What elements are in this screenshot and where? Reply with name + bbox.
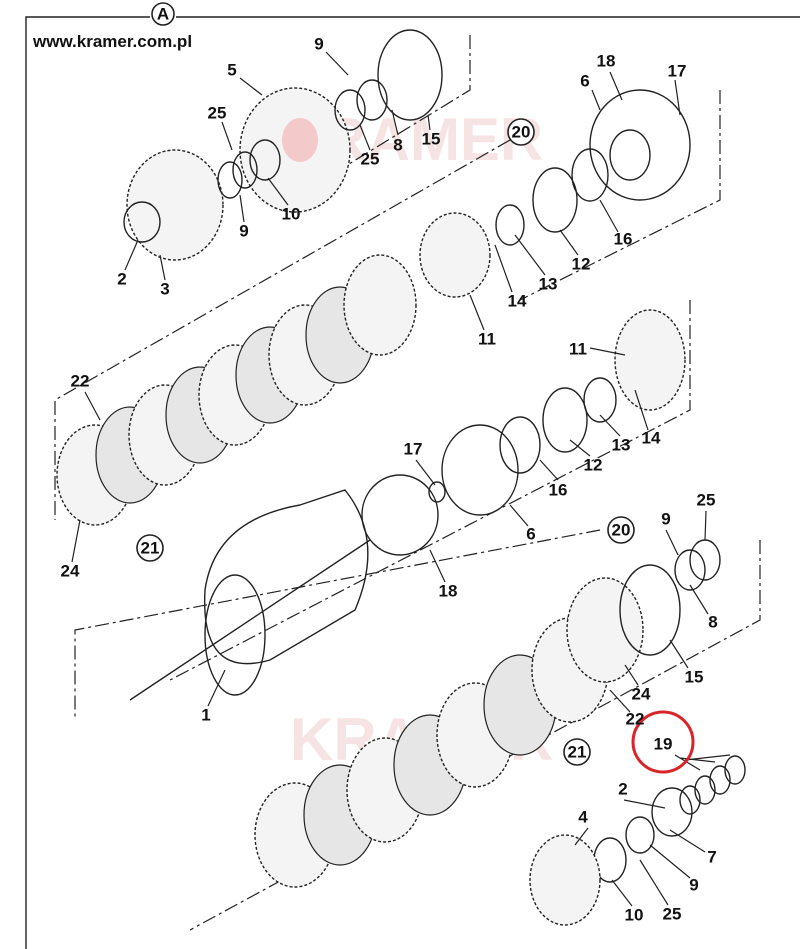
callout: 18: [597, 51, 616, 70]
callout: 16: [614, 229, 633, 248]
callout: 9: [689, 875, 698, 894]
callout: 2: [618, 779, 627, 798]
callout: 25: [697, 490, 716, 509]
ref-label: 20: [512, 122, 531, 141]
circled-ref: 21: [563, 738, 591, 766]
callout: 24: [632, 684, 651, 703]
callout: 25: [208, 103, 227, 122]
highlight-ring: [631, 710, 695, 774]
callout: 22: [626, 709, 645, 728]
callout: 9: [661, 509, 670, 528]
outer-frame: [25, 16, 800, 949]
leader-lines: [71, 51, 731, 907]
callout: 4: [578, 807, 588, 826]
callout: 6: [580, 71, 589, 90]
ref-label: 21: [568, 742, 587, 761]
callout: 13: [612, 435, 631, 454]
callout: 10: [625, 905, 644, 924]
group-frame: [289, 35, 721, 301]
callout: 2: [117, 269, 126, 288]
callout: 11: [569, 339, 587, 358]
callout: 24: [61, 561, 80, 580]
callout: 12: [572, 254, 591, 273]
callout: 9: [239, 221, 248, 240]
callout: 6: [526, 524, 535, 543]
callout: 25: [663, 904, 682, 923]
callout: 16: [549, 480, 568, 499]
callout: 1: [201, 705, 210, 724]
circled-ref: 21: [136, 534, 164, 562]
section-marker-label: A: [157, 4, 169, 23]
callout: 14: [642, 428, 661, 447]
callout: 14: [508, 291, 527, 310]
parts-top: [123, 29, 691, 298]
callout: 12: [584, 455, 603, 474]
callout: 5: [227, 60, 236, 79]
callout: 18: [439, 581, 458, 600]
callout: 9: [314, 34, 323, 53]
callout: 15: [422, 129, 441, 148]
drum-shaft: [129, 489, 371, 701]
clutch-pack-lower: [254, 539, 746, 926]
callout-highlighted: 19: [654, 734, 673, 753]
circled-ref: 20: [507, 118, 535, 146]
website-url[interactable]: www.kramer.com.pl: [32, 32, 192, 51]
callout: 10: [282, 204, 301, 223]
clutch-pack-upper: [56, 254, 686, 556]
callout: 8: [393, 135, 402, 154]
section-marker: A: [151, 2, 175, 26]
callout: 15: [685, 667, 704, 686]
circled-ref: 20: [607, 516, 635, 544]
ref-label: 21: [141, 538, 160, 557]
callouts: 9 5 18 17 6 25 25 8 15 10 9 16 2 3 12 13…: [61, 34, 718, 924]
callout: 7: [707, 847, 716, 866]
callout: 11: [478, 329, 496, 348]
callout: 25: [361, 149, 380, 168]
callout: 17: [404, 439, 423, 458]
group-frame: [54, 139, 691, 681]
callout: 3: [160, 279, 169, 298]
callout: 13: [539, 274, 558, 293]
callout: 8: [708, 612, 717, 631]
ref-label: 20: [612, 520, 631, 539]
callout: 22: [71, 371, 90, 390]
callout: 17: [668, 61, 687, 80]
